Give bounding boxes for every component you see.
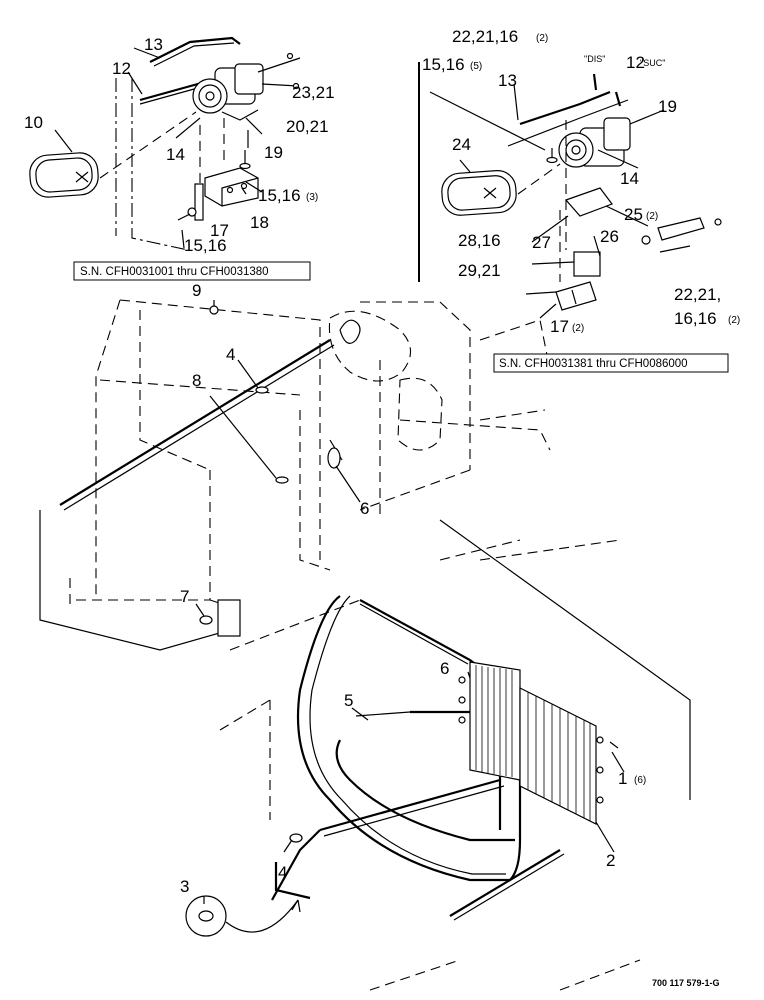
bracket-early [204, 167, 259, 207]
callout-222116a: 22,21,16 (2) [452, 27, 548, 46]
callout-7: 6 [360, 499, 369, 518]
grommet-3 [185, 895, 301, 937]
clamp-4b [289, 833, 303, 843]
callout-27: 27 [532, 233, 551, 252]
callout-19a: 19 [264, 143, 283, 162]
callout-8: 7 [180, 587, 189, 606]
serial-box-late: S.N. CFH0031381 thru CFH0086000 [493, 353, 729, 373]
callout-17b: 17 (2) [550, 317, 584, 336]
callout-1516b: 15,16 [184, 236, 227, 255]
bracket-8 [217, 599, 241, 637]
leader-lines [54, 47, 665, 904]
serial-text-late: S.N. CFH0031381 thru CFH0086000 [499, 358, 688, 370]
condenser-fins [475, 665, 591, 821]
clamp-10 [209, 305, 219, 315]
svg-text:(2): (2) [646, 211, 658, 222]
callout-6: 6 [440, 659, 449, 678]
belt-early [29, 152, 99, 198]
svg-text:15,16: 15,16 [422, 55, 465, 74]
svg-text:(2): (2) [572, 323, 584, 334]
svg-text:1: 1 [618, 769, 627, 788]
inset-early-compressor [29, 36, 301, 251]
refrigerant-lines [59, 339, 565, 921]
svg-text:22,21,16: 22,21,16 [452, 27, 518, 46]
svg-text:8: 8 [192, 371, 201, 390]
svg-text:(2): (2) [536, 33, 548, 44]
callout-14b: 14 [620, 169, 639, 188]
callout-24: 24 [452, 135, 471, 154]
callout-13b: 13 [498, 71, 517, 90]
callout-2921: 29,21 [458, 261, 501, 280]
callout-4a: 4 [226, 345, 235, 364]
callout-5: 5 [344, 691, 353, 710]
callout-1: 1 (6) [618, 769, 646, 788]
clamp-4 [255, 386, 269, 394]
svg-text:25: 25 [624, 205, 643, 224]
figure-id: 700 117 579-1-G [652, 978, 720, 988]
callout-19b: 19 [658, 97, 677, 116]
inset-late-compressor [418, 62, 722, 319]
svg-text:17: 17 [550, 317, 569, 336]
callout-4b: 4 [278, 863, 287, 882]
callout-9: 8 [192, 371, 201, 390]
machine-frame [39, 299, 691, 991]
condenser [458, 661, 619, 825]
bracket-late [555, 187, 613, 311]
hose-tag-dis: "DIS" [584, 54, 605, 64]
callout-12b: 12 [626, 53, 645, 72]
callout-3: 3 [180, 877, 189, 896]
callout-18: 18 [250, 213, 269, 232]
hose-tag-suc: "SUC" [640, 58, 665, 68]
callout-2321: 23,21 [292, 83, 335, 102]
callout-10: 9 [192, 281, 201, 300]
callout-1516c: 15,16 (5) [422, 55, 482, 74]
callout-13a: 13 [144, 35, 163, 54]
grommet-8 [199, 615, 213, 625]
callout-222116b2: 16,16 (2) [674, 309, 740, 328]
svg-text:(5): (5) [470, 61, 482, 72]
callout-12a: 12 [112, 59, 131, 78]
belt-late [441, 170, 517, 216]
svg-text:(3): (3) [306, 192, 318, 203]
callout-labels: 10 12 13 14 19 20,21 23,21 15,16 (3) 18 … [24, 27, 740, 896]
washer-9 [275, 476, 289, 484]
svg-text:16,16: 16,16 [674, 309, 717, 328]
callout-1516a: 15,16 (3) [258, 186, 318, 205]
serial-text-early: S.N. CFH0031001 thru CFH0031380 [80, 266, 269, 278]
callout-25: 25 (2) [624, 205, 658, 224]
callout-2021: 20,21 [286, 117, 329, 136]
svg-text:(6): (6) [634, 775, 646, 786]
callout-2: 2 [606, 851, 615, 870]
callout-222116b1: 22,21, [674, 285, 721, 304]
callout-2816: 28,16 [458, 231, 501, 250]
serial-box-early: S.N. CFH0031001 thru CFH0031380 [73, 261, 311, 281]
callout-11: 10 [24, 113, 43, 132]
svg-text:15,16: 15,16 [258, 186, 301, 205]
callout-26: 26 [600, 227, 619, 246]
compressor-late [558, 117, 631, 168]
svg-text:(2): (2) [728, 315, 740, 326]
compressor-early [192, 63, 264, 121]
callout-14a: 14 [166, 145, 185, 164]
callout-17a: 17 [210, 221, 229, 240]
